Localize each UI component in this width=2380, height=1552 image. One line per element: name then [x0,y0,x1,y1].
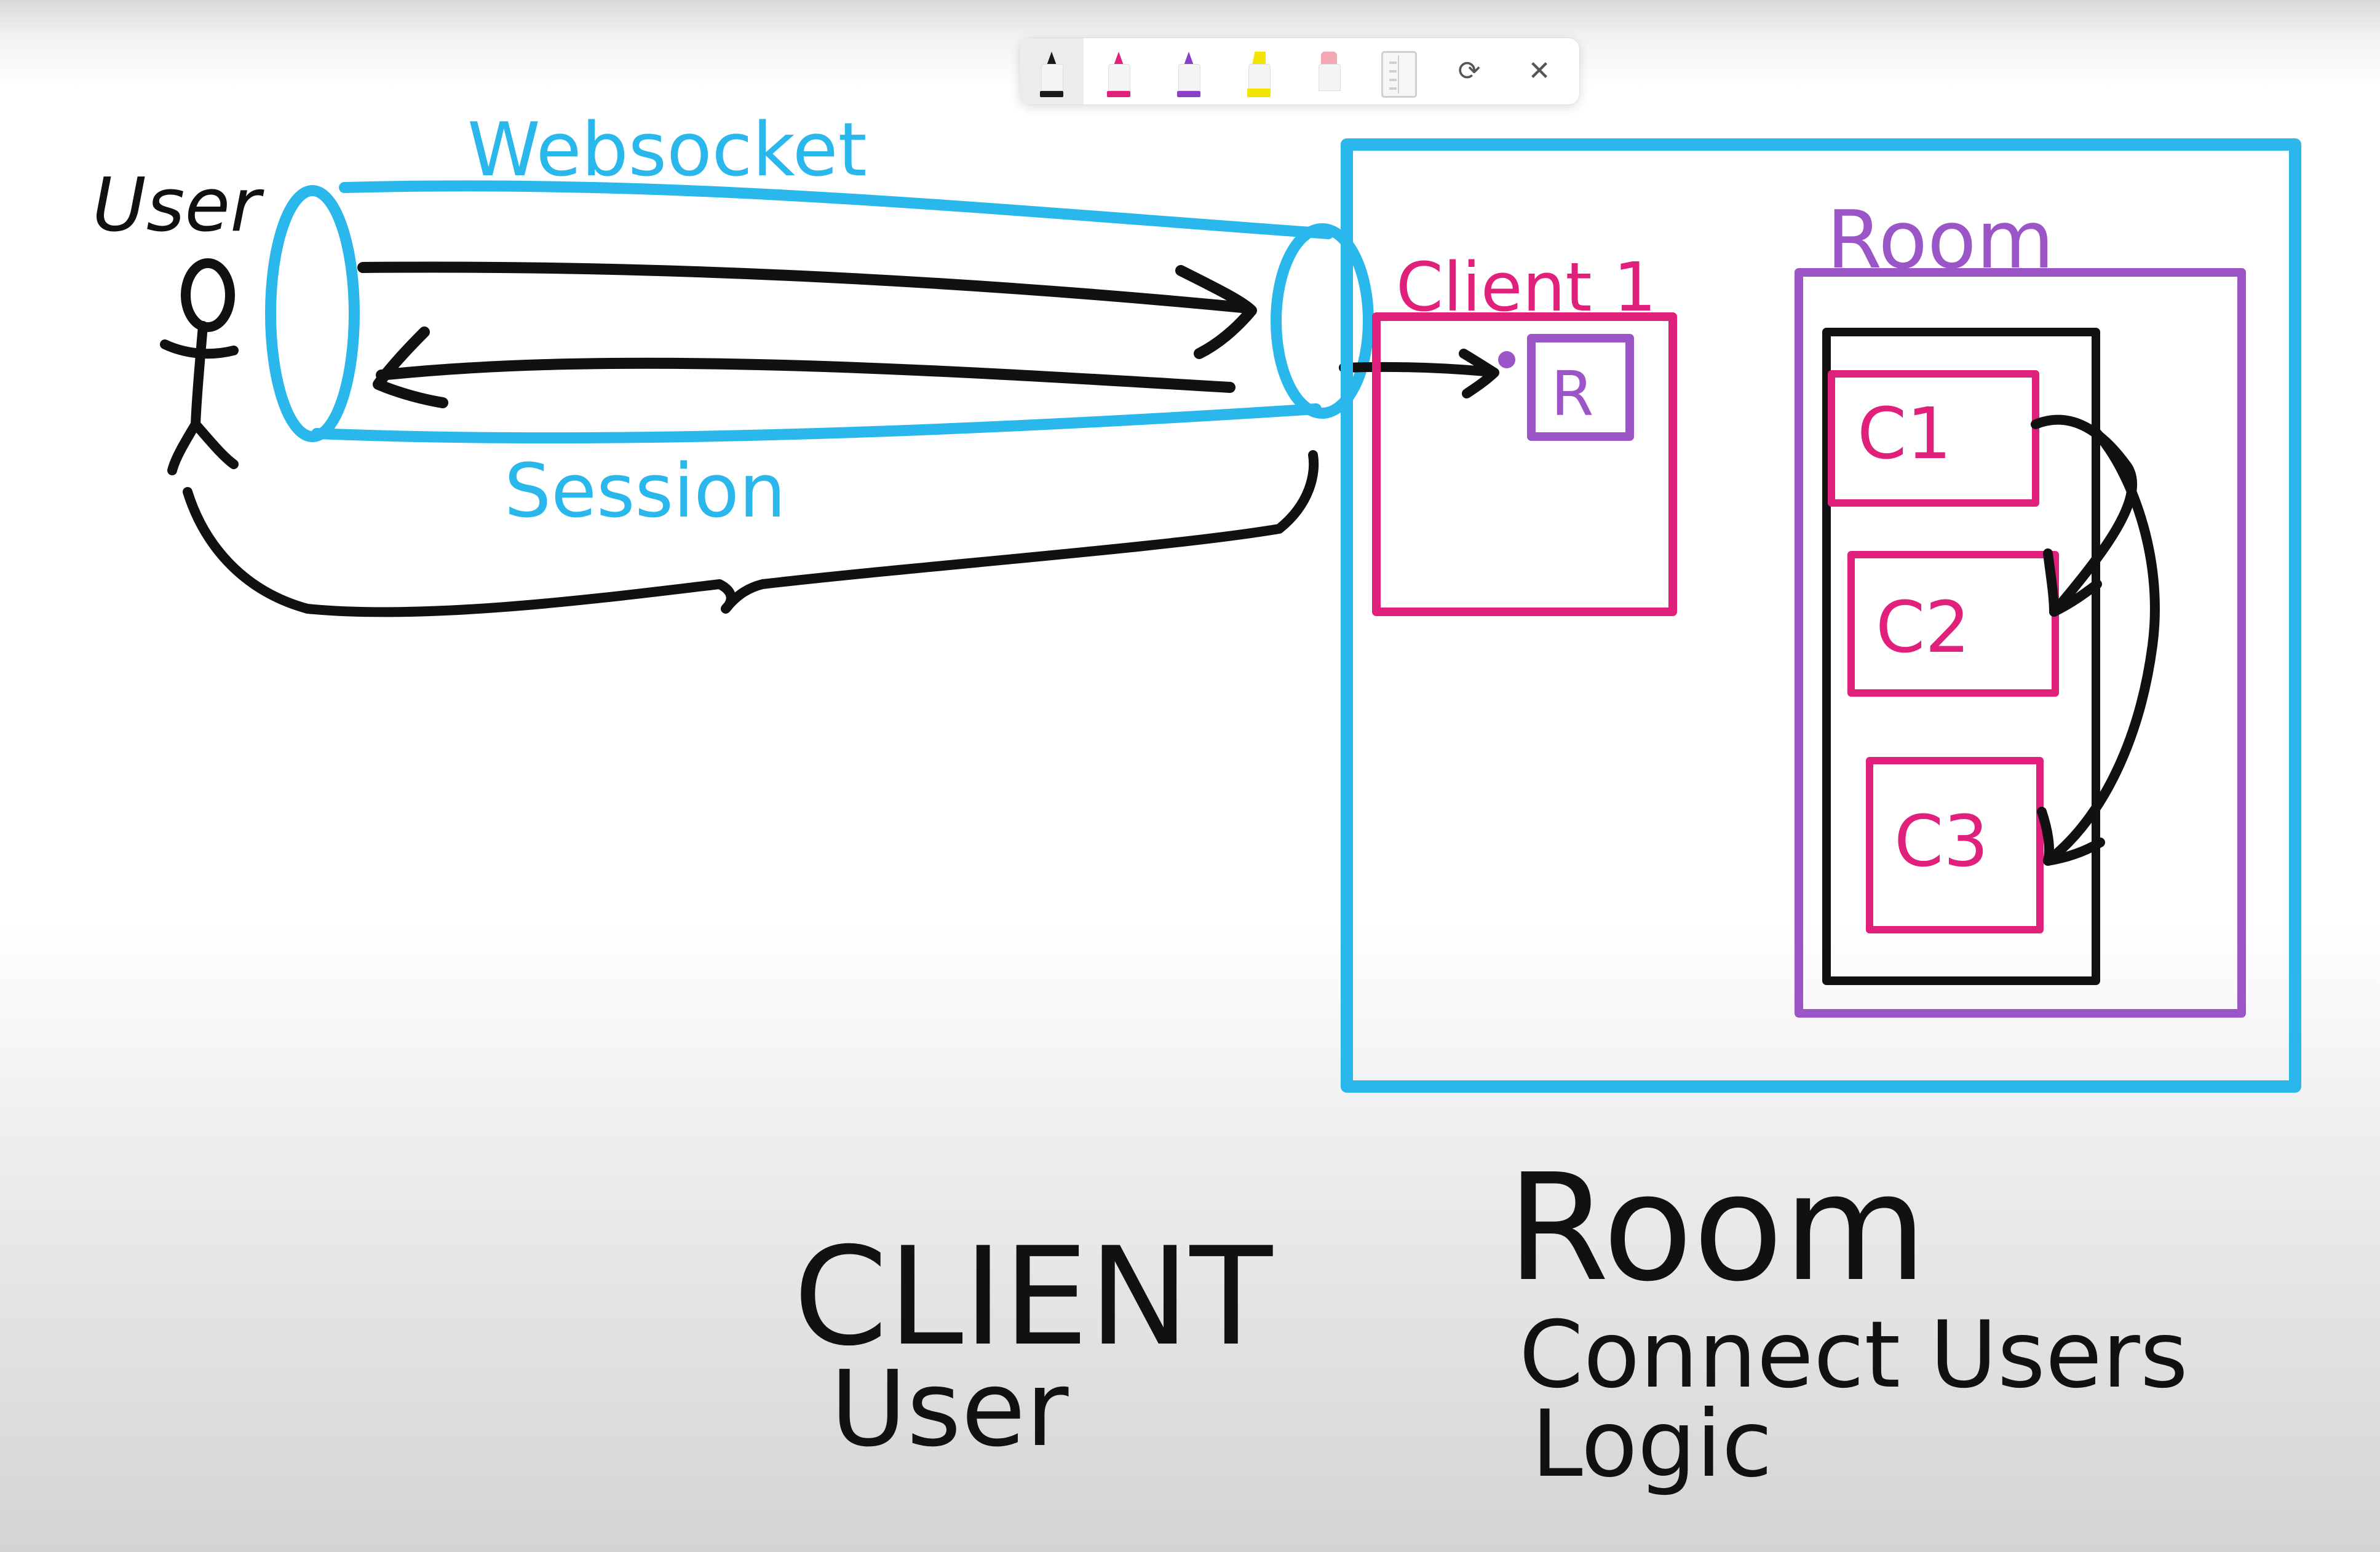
highlighter-tool[interactable] [1224,38,1294,105]
black-pen-icon [1040,52,1063,97]
client1-box [1372,312,1677,616]
client-note-user: User [830,1348,1069,1470]
eraser-tool[interactable] [1294,38,1364,105]
broadcast-arrows [2031,414,2160,866]
eraser-icon [1317,52,1341,97]
client-note-title: CLIENT [793,1218,1274,1376]
highlighter-icon [1247,52,1271,97]
room-note-connect-users: Connect Users [1519,1302,2188,1409]
ruler-icon [1381,51,1417,98]
clients-list-box [1822,328,2100,985]
ruler-tool[interactable] [1364,38,1434,105]
user-label: User [92,163,264,248]
c2-box [1847,551,2059,697]
r-marker-dot [1498,351,1515,368]
r-label: R [1551,358,1593,430]
server-box [1341,138,2301,1093]
user-stick-figure [160,258,239,475]
session-label: Session [504,449,786,534]
websocket-label: Websocket [467,108,867,193]
c1-label: C1 [1857,393,1951,475]
black-pen-tool[interactable] [1020,38,1084,105]
room-note-logic: Logic [1531,1391,1772,1498]
purple-pen-icon [1177,52,1200,97]
close-toolbar-button[interactable]: ✕ [1504,38,1574,105]
c3-box [1866,757,2044,933]
pink-pen-tool[interactable] [1084,38,1154,105]
room-box [1795,268,2246,1018]
room-ref-box [1527,334,1634,441]
lasso-tool[interactable]: ⟳ [1434,38,1504,105]
pink-pen-icon [1107,52,1130,97]
session-brace [183,450,1319,617]
purple-pen-tool[interactable] [1154,38,1224,105]
websocket-tube [265,180,1374,444]
c1-box [1828,370,2039,507]
c3-label: C3 [1894,801,1988,883]
close-icon: ✕ [1528,55,1551,87]
ink-toolbar: ⟳ ✕ [1020,38,1579,105]
room-note-title: Room [1507,1142,1927,1314]
tube-to-r-arrow [1339,349,1499,398]
tube-arrows [357,261,1257,408]
c2-label: C2 [1876,587,1970,669]
lasso-icon: ⟳ [1458,55,1481,87]
